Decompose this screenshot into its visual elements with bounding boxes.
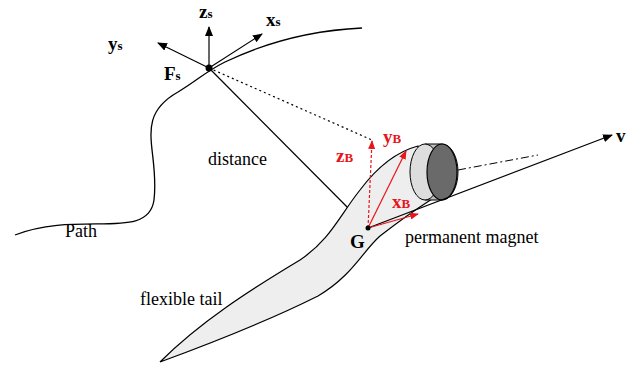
axis-label: zB [336,146,353,167]
axis-label: xB [392,192,410,213]
frame-label: Fs [164,64,181,85]
vector-label: v [616,126,626,147]
distance-label: distance [208,150,267,170]
axis-label: ys [108,34,123,55]
axis-label: yB [383,127,401,148]
point-label: G [350,232,365,253]
part-label: permanent magnet [405,228,538,248]
path-curve [15,28,362,235]
part-label: flexible tail [140,290,222,310]
axis-label: xs [266,10,281,31]
axis-label: zs [199,2,213,23]
flexible-tail [160,146,432,362]
permanent-magnet [427,144,457,200]
path-label: Path [65,222,97,242]
